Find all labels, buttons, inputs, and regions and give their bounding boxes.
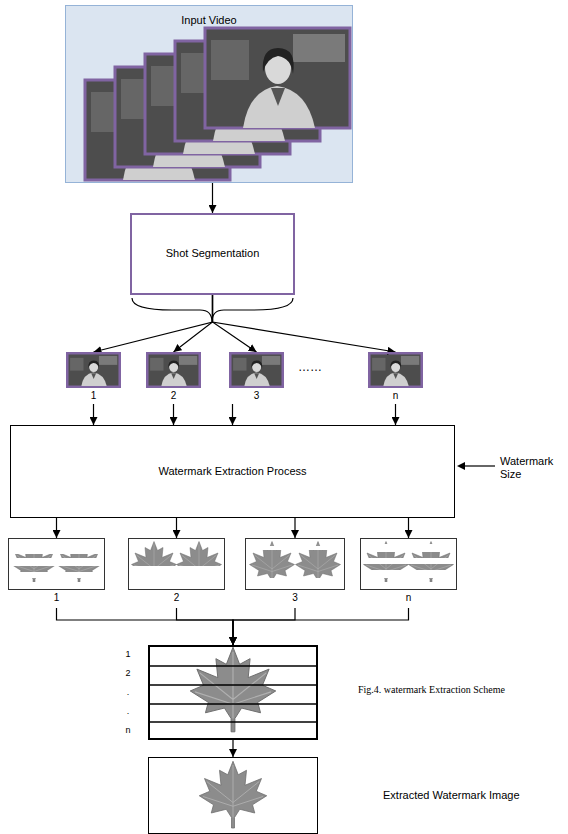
watermark-part-border xyxy=(128,538,225,590)
row-number: . xyxy=(127,687,130,698)
process-box-text: Shot Segmentation xyxy=(166,247,260,260)
stacked-watermark: 1 2.. n xyxy=(108,645,318,740)
watermark-leaf xyxy=(199,761,267,828)
extracted-watermark: Extracted Watermark Image xyxy=(148,757,478,834)
watermark-part: 3 xyxy=(245,538,345,608)
flow-arrow xyxy=(93,404,94,425)
shot-frame: 2 xyxy=(146,352,201,404)
process-box: Watermark Extraction Process xyxy=(10,425,455,518)
shot-frame: 3 xyxy=(229,352,284,404)
watermark-part-border xyxy=(245,538,345,590)
flow-arrow xyxy=(213,295,396,352)
video-frames xyxy=(85,28,350,180)
flow-arrow xyxy=(212,183,213,213)
watermark-part: 2 xyxy=(128,538,225,608)
input-label: Watermark Size xyxy=(500,455,562,481)
watermark-fragments xyxy=(9,540,456,588)
row-number: n xyxy=(125,725,130,736)
shot-frame: 1 xyxy=(66,352,121,404)
row-number: 1 xyxy=(125,649,130,660)
shot-frame-border xyxy=(66,352,121,388)
watermark-part-border xyxy=(360,538,457,590)
callout-number: 2 xyxy=(171,390,177,402)
caption-holder: Fig.4. watermark Extraction Scheme xyxy=(358,684,566,696)
process-box: Shot Segmentation xyxy=(130,213,295,295)
flow-arrow xyxy=(233,608,295,645)
flow-arrow xyxy=(176,518,177,538)
flow-arrow xyxy=(408,518,409,538)
flow-arrow xyxy=(395,404,396,425)
callout-number: 1 xyxy=(54,592,60,604)
callout-number: n xyxy=(406,592,412,604)
watermark-part-border xyxy=(8,538,105,590)
callout-number: 1 xyxy=(91,390,97,402)
row-number: 2 xyxy=(125,668,130,679)
stacked-watermark-border xyxy=(148,645,318,740)
flow-arrow xyxy=(232,404,233,425)
panel-ground xyxy=(65,5,353,183)
row-numbers: 1 2.. n xyxy=(108,645,148,740)
callout-number: 3 xyxy=(292,592,298,604)
shot-frame-border xyxy=(229,352,284,388)
video-panel: Input Video xyxy=(65,5,353,183)
flow-arrow xyxy=(173,404,174,425)
ellipsis: …… xyxy=(298,360,338,374)
row-number: . xyxy=(127,706,130,717)
flow-arrow xyxy=(56,518,57,538)
flow-arrow xyxy=(174,295,213,352)
flow-arrow xyxy=(233,608,409,645)
extracted-watermark-border xyxy=(148,757,318,834)
reconstructed-leaf xyxy=(150,647,316,732)
video-panel-text: Input Video xyxy=(181,14,236,27)
ellipsis-holder: …… xyxy=(298,360,338,374)
output-label: Extracted Watermark Image xyxy=(383,789,520,802)
output-label-group: Extracted Watermark Image xyxy=(383,789,520,802)
flow-arrow xyxy=(177,608,234,645)
flow-arrow xyxy=(57,608,234,645)
callout-number: n xyxy=(393,390,399,402)
flow-arrow xyxy=(94,295,213,352)
shot-frame-border xyxy=(146,352,201,388)
shot-frame-border xyxy=(368,352,423,388)
flow-arrow xyxy=(232,740,233,757)
process-box-text: Watermark Extraction Process xyxy=(158,465,306,478)
watermark-part: 1 xyxy=(8,538,105,608)
shot-frame: n xyxy=(368,352,423,404)
input-label-holder: Watermark Size xyxy=(500,455,562,481)
figure-caption: Fig.4. watermark Extraction Scheme xyxy=(358,684,566,696)
callout-number: 3 xyxy=(254,390,260,402)
callout-number: 2 xyxy=(174,592,180,604)
flow-arrow xyxy=(294,518,295,538)
watermark-part: n xyxy=(360,538,457,608)
input-arrow xyxy=(457,462,495,470)
